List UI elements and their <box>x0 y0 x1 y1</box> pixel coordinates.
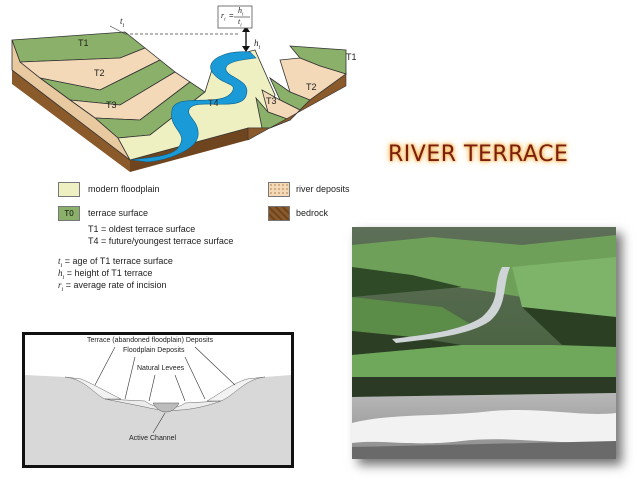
right-hill-shadow <box>522 307 616 347</box>
left-terrace-upper <box>352 297 472 337</box>
height-arrow-top <box>242 26 250 32</box>
formula-denominator: ti <box>238 17 242 29</box>
left-terrace-scarp <box>352 331 462 355</box>
formula-lhs: ri <box>221 11 226 23</box>
pointer-floodplain-left <box>124 356 136 400</box>
bedrock-left-side <box>11 39 131 161</box>
legend-label-river-deposits: river deposits <box>296 184 350 194</box>
height-arrow-bottom <box>242 46 250 52</box>
legend-swatch-terrace: T0 <box>58 206 80 221</box>
label-t1-left: T1 <box>78 38 89 48</box>
pointer-terrace-left <box>94 346 116 386</box>
photo-rendering <box>352 227 616 459</box>
legend-label-terrace: terrace surface <box>88 208 149 218</box>
river-terrace-photo <box>352 227 616 459</box>
terrace-block-diagram <box>11 5 347 172</box>
age-pointer <box>109 25 126 35</box>
pointer-levee-right <box>174 374 186 402</box>
river-upper <box>392 267 510 343</box>
pointer-levee-left <box>148 374 156 402</box>
mid-terrace <box>352 345 616 377</box>
legend-swatch-bedrock <box>268 206 290 221</box>
legend-label-floodplain: modern floodplain <box>88 184 160 194</box>
river-channel <box>131 51 257 163</box>
bedrock-front-left <box>12 70 130 172</box>
foreground-shadow <box>352 441 616 459</box>
label-t3-right: T3 <box>266 96 277 106</box>
legend-swatch-river-deposits <box>268 182 290 197</box>
legend-symbol-height: hi = height of T1 terrace <box>58 268 153 281</box>
far-hills-shadow <box>352 267 462 297</box>
terrace-deposits-right <box>206 376 266 402</box>
height-marker: hi <box>254 38 261 51</box>
terrace-deposits-left <box>64 376 122 400</box>
pointer-terrace-right <box>194 346 236 386</box>
label-t3-left: T3 <box>106 100 117 110</box>
legend-symbol-rate: ri = average rate of incision <box>58 280 167 293</box>
label-terrace-deposits: Terrace (abandoned floodplain) Deposits <box>87 337 214 344</box>
cross-section-drawing <box>25 346 291 465</box>
legend-label-bedrock: bedrock <box>296 208 329 218</box>
legend-symbol-age: ti = age of T1 terrace surface <box>58 256 173 269</box>
formula-numerator: hi <box>238 6 244 18</box>
white-water <box>352 410 616 444</box>
label-floodplain-deposits: Floodplain Deposits <box>123 347 185 354</box>
slide-title: RIVER TERRACE <box>388 142 569 167</box>
legend-swatch-floodplain <box>58 182 80 197</box>
legend-note-t1: T1 = oldest terrace surface <box>88 224 196 234</box>
label-t2-right: T2 <box>306 82 317 92</box>
age-marker: ti <box>120 16 125 29</box>
cross-section-sketch: Terrace (abandoned floodplain) Deposits … <box>22 332 294 468</box>
label-natural-levees: Natural Levees <box>137 365 185 372</box>
pointer-floodplain-right <box>184 356 206 400</box>
bedrock-right-side <box>247 73 347 141</box>
label-t4: T4 <box>208 98 219 108</box>
label-t1-right: T1 <box>346 52 357 62</box>
mid-terrace-scarp <box>352 377 616 397</box>
valley-ground <box>25 375 291 465</box>
formula-equals: = <box>229 11 234 20</box>
label-active-channel: Active Channel <box>129 435 177 442</box>
pointer-channel <box>152 412 166 434</box>
legend-note-t4: T4 = future/youngest terrace surface <box>88 236 234 246</box>
active-channel-shape <box>152 402 180 413</box>
label-t2-left: T2 <box>94 68 105 78</box>
